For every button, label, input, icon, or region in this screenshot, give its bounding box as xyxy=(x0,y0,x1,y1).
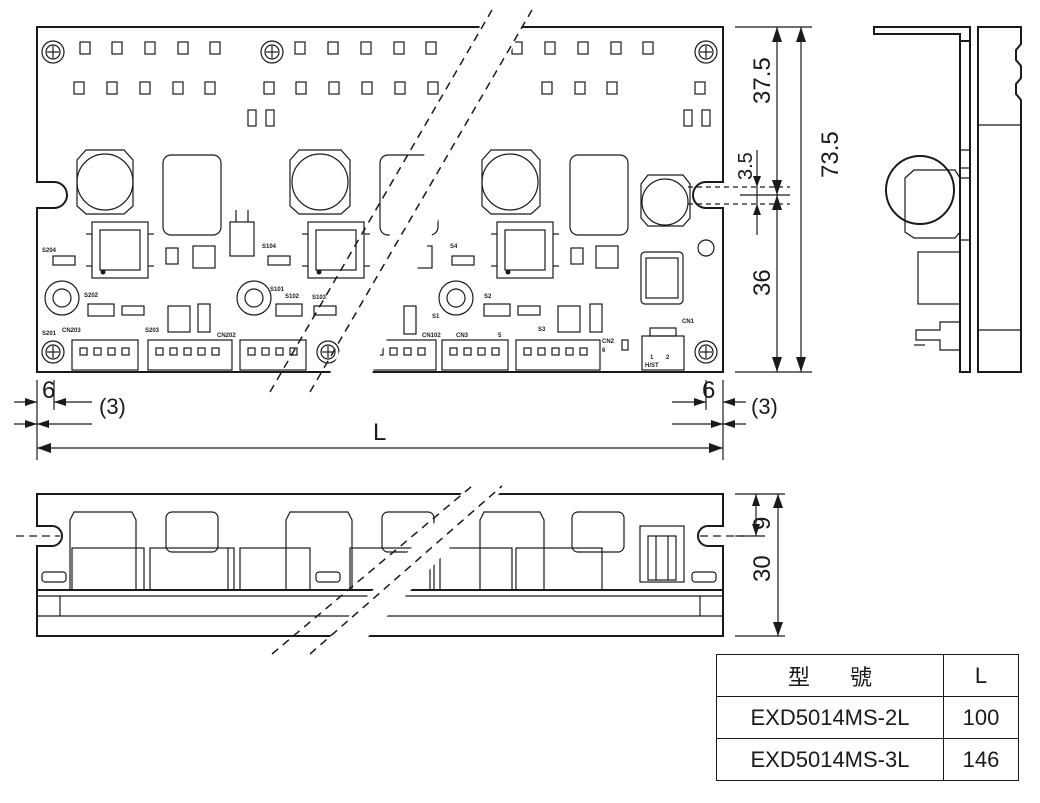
label-s4: S4 xyxy=(450,244,458,250)
terminal-connectors xyxy=(71,339,601,371)
table-row: EXD5014MS-2L 100 xyxy=(716,696,1019,739)
top-view-dimensions: 37.5 73.5 3.5 36 6 (3) 6 (3) L xyxy=(14,26,844,460)
screw-icon-top-mid xyxy=(260,40,284,64)
side-view-right: . xyxy=(873,26,1022,373)
dim-slot-right: 6 xyxy=(702,377,715,404)
dim-hole-dia: 3.5 xyxy=(735,152,757,180)
label-s103: S103 xyxy=(312,295,327,301)
model-table: 型號 L EXD5014MS-2L 100 EXD5014MS-3L 146 xyxy=(716,654,1019,781)
dim-height-top: 37.5 xyxy=(749,57,776,104)
main-ics xyxy=(86,221,559,279)
label-pin5: 5 xyxy=(498,333,502,339)
label-cn3: CN3 xyxy=(456,333,469,339)
label-s204: S204 xyxy=(42,248,57,254)
table-header-row: 型號 L xyxy=(716,654,1019,697)
dim-height-total: 73.5 xyxy=(817,131,844,178)
front-view-dimensions: 9 30 xyxy=(735,493,785,637)
dim-side-slot: 9 xyxy=(749,517,776,530)
label-s203: S203 xyxy=(145,328,160,334)
front-view xyxy=(16,484,744,655)
label-pin1: 1 xyxy=(650,355,654,361)
table-cell-model: EXD5014MS-3L xyxy=(716,738,944,781)
small-components xyxy=(165,210,715,305)
screw-icon-bottom-left xyxy=(41,340,65,364)
label-pin2: 2 xyxy=(666,355,670,361)
dim-length: L xyxy=(373,419,386,446)
label-cn202: CN202 xyxy=(217,333,236,339)
break-line-front-right xyxy=(309,485,503,655)
label-s1: S1 xyxy=(432,314,440,320)
table-cell-length: 146 xyxy=(943,738,1019,781)
label-s102: S102 xyxy=(285,294,300,300)
label-s104: S104 xyxy=(262,244,277,250)
screw-icon-top-left xyxy=(41,40,65,64)
label-s2: S2 xyxy=(484,294,492,300)
label-hst: H/ST xyxy=(645,363,659,369)
label-pin6: 6 xyxy=(602,348,606,354)
screw-icon-bottom-mid xyxy=(316,340,340,364)
label-s101: S101 xyxy=(270,287,285,293)
table-cell-length: 100 xyxy=(943,696,1019,739)
dim-side-height: 30 xyxy=(749,555,776,582)
dim-edge-left: (3) xyxy=(99,394,126,419)
table-header-length: L xyxy=(943,654,1019,697)
label-cn102: CN102 xyxy=(422,333,441,339)
table-header-model: 型號 xyxy=(716,654,944,697)
dim-slot-left: 6 xyxy=(42,377,55,404)
break-line-right xyxy=(309,9,533,393)
capacitors xyxy=(76,149,691,227)
break-line-front-left xyxy=(271,485,473,655)
screw-icon-top-right xyxy=(694,40,718,64)
dim-edge-right: (3) xyxy=(751,394,778,419)
board-top-view: S204 S104 S4 S202 S101 S102 S103 S1 S2 S… xyxy=(36,9,724,393)
label-s201: S201 xyxy=(42,331,57,337)
table-cell-model: EXD5014MS-2L xyxy=(716,696,944,739)
label-s3: S3 xyxy=(538,327,546,333)
led-pads xyxy=(73,41,711,127)
label-cn203: CN203 xyxy=(62,328,81,334)
switches xyxy=(44,255,685,371)
table-row: EXD5014MS-3L 146 xyxy=(716,738,1019,781)
board-labels: S204 S104 S4 S202 S101 S102 S103 S1 S2 S… xyxy=(42,244,695,369)
dim-height-bottom: 36 xyxy=(749,269,776,296)
label-cn1: CN1 xyxy=(682,319,695,325)
break-line-left xyxy=(269,9,493,393)
label-cn2: CN2 xyxy=(602,339,615,345)
label-s202: S202 xyxy=(84,293,99,299)
screw-icon-bottom-right xyxy=(694,340,718,364)
